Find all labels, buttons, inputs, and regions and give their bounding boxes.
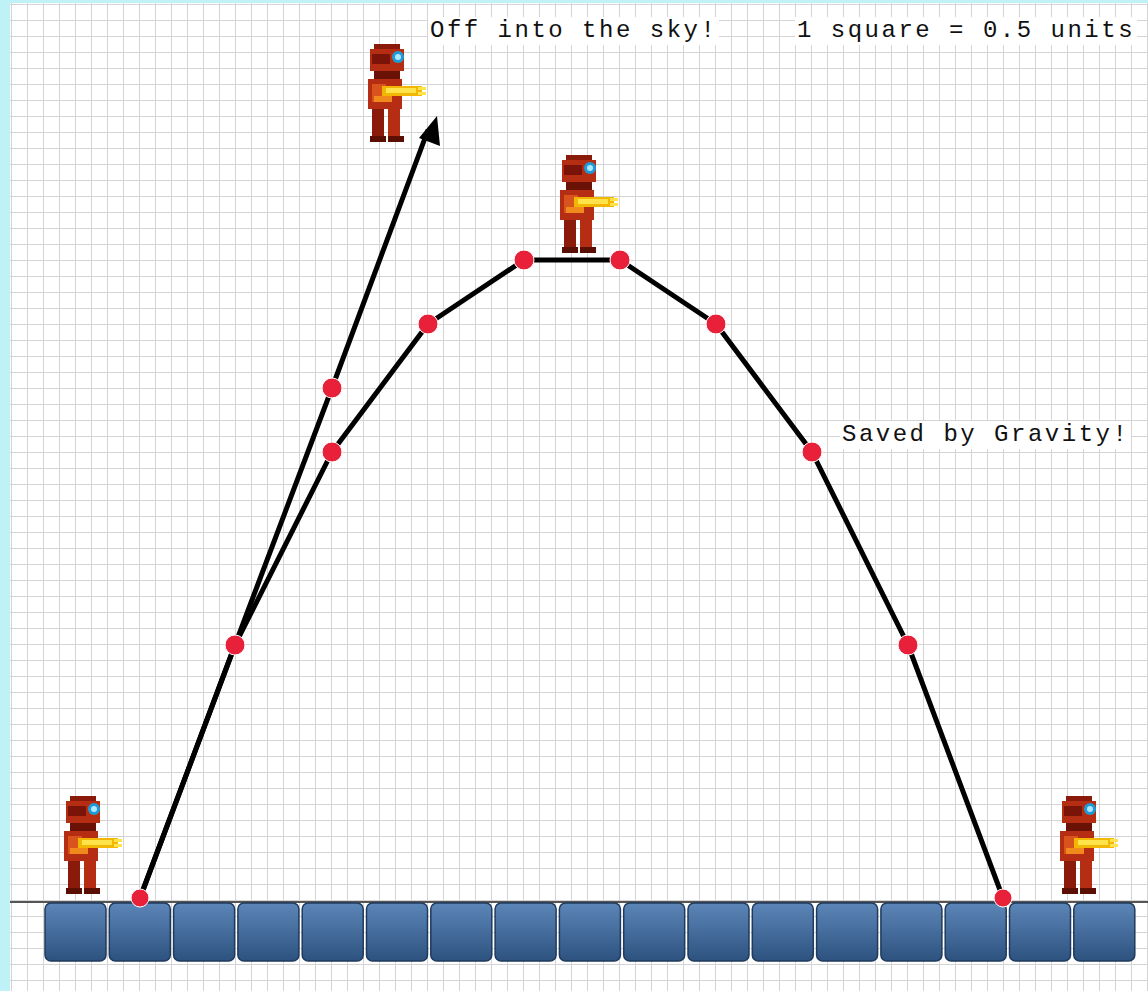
arrow-head [419, 116, 440, 146]
ground-block [881, 903, 942, 961]
ground-block [431, 903, 492, 961]
ground-block [752, 903, 813, 961]
ground-block [367, 903, 428, 961]
ground-block [945, 903, 1006, 961]
ground-block [45, 903, 106, 961]
ground-block [109, 903, 170, 961]
top-border [0, 0, 1148, 3]
sky-caption: Off into the sky! [428, 17, 719, 45]
ground-block [688, 903, 749, 961]
path-points [131, 250, 1012, 907]
ground-block [238, 903, 299, 961]
ground-block [1074, 903, 1135, 961]
left-border [0, 0, 10, 991]
ground-block [1010, 903, 1071, 961]
ground-block [559, 903, 620, 961]
robot-sky [368, 44, 426, 142]
ground-block [495, 903, 556, 961]
robot-apex [560, 155, 618, 253]
ground-block [174, 903, 235, 961]
ground-block [817, 903, 878, 961]
gravity-caption: Saved by Gravity! [840, 421, 1131, 449]
ground-block [302, 903, 363, 961]
gravity-trajectory [140, 260, 1003, 898]
ground-block [624, 903, 685, 961]
straight-trajectory [140, 130, 428, 898]
robot-start [64, 796, 122, 894]
scale-note: 1 square = 0.5 units [795, 17, 1137, 45]
ground-blocks [45, 903, 1135, 961]
robot-end [1060, 796, 1118, 894]
